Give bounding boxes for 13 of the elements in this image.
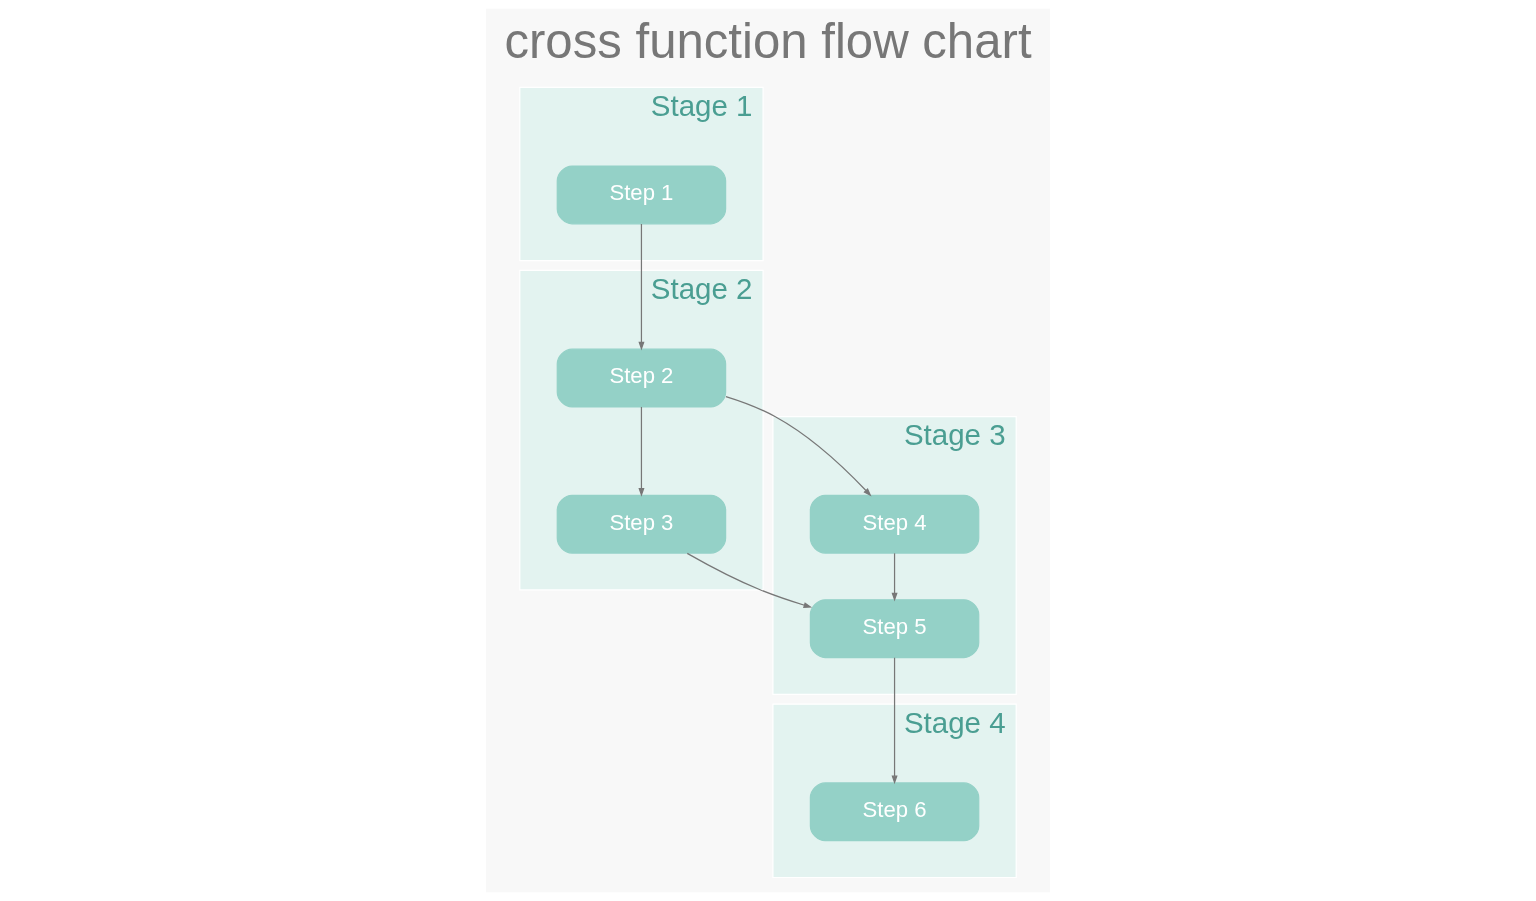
node-box: Step 3 (556, 494, 727, 554)
diagram-title: cross function flow chart (504, 13, 1032, 68)
arrow (891, 657, 898, 785)
node-box: Step 1 (556, 165, 727, 225)
arrow (725, 395, 872, 497)
arrow (686, 552, 813, 608)
arrow (638, 406, 645, 497)
arrow (891, 552, 898, 602)
node-box: Step 6 (809, 782, 980, 842)
node-box: Step 2 (556, 348, 727, 408)
node-box: Step 4 (809, 494, 980, 554)
arrow (638, 223, 645, 351)
node-box: Step 5 (809, 599, 980, 659)
